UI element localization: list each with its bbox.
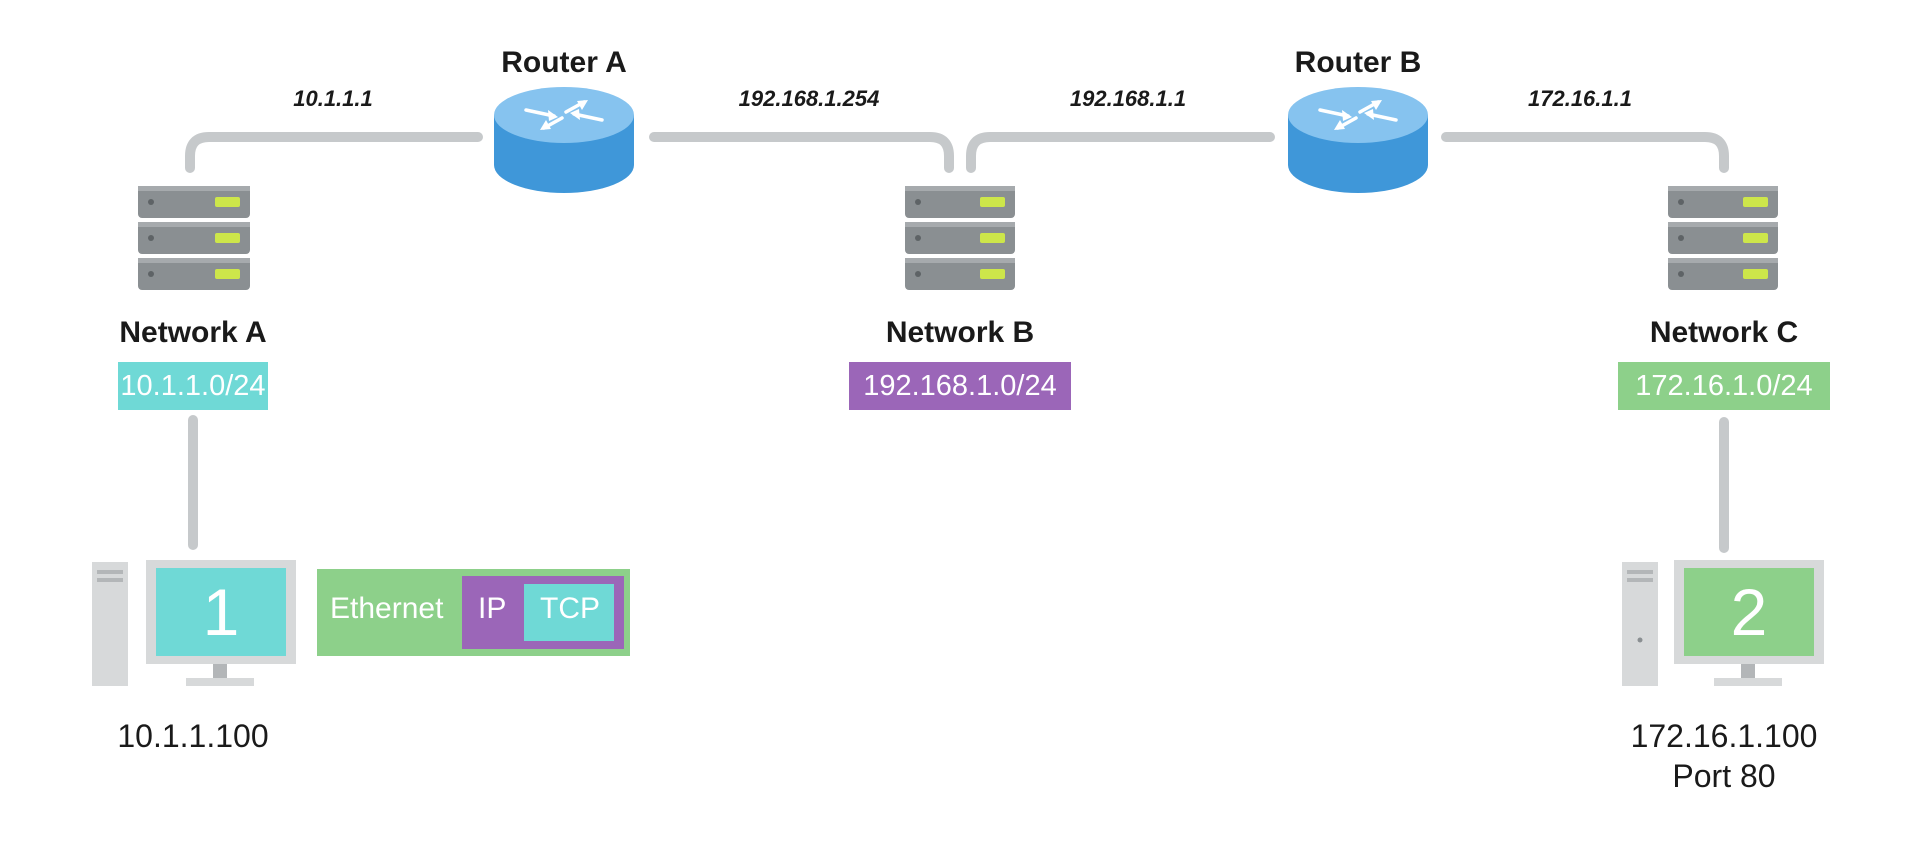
router-b-label: Router B xyxy=(1294,46,1422,79)
host-1-computer-icon xyxy=(92,560,296,686)
router-a-interface-network-b: 192.168.1.254 xyxy=(738,86,880,111)
network-b-subnet-badge: 192.168.1.0/24 xyxy=(849,362,1071,410)
router-a-label: Router A xyxy=(501,46,627,79)
packet-ip-label: IP xyxy=(478,592,507,625)
packet-tcp-label: TCP xyxy=(540,592,600,625)
router-b-interface-network-c: 172.16.1.1 xyxy=(1528,86,1632,111)
cable-network-a-router-a xyxy=(185,132,483,173)
network-b-server-icon xyxy=(905,186,1015,290)
packet-diagram xyxy=(317,569,630,656)
network-cables xyxy=(185,132,1729,553)
router-a-icon xyxy=(494,87,634,193)
network-c-server-icon xyxy=(1668,186,1778,290)
network-a-server-icon xyxy=(138,186,250,290)
host-2-number: 2 xyxy=(1730,575,1768,649)
host-2-computer-icon xyxy=(1622,560,1824,686)
host-2-ip: 172.16.1.100 xyxy=(1630,718,1818,754)
network-b-label: Network B xyxy=(885,316,1035,349)
host-2-port: Port 80 xyxy=(1672,758,1776,794)
packet-ethernet-label: Ethernet xyxy=(330,592,444,625)
router-a-interface-network-a: 10.1.1.1 xyxy=(293,86,373,111)
host-1-number: 1 xyxy=(202,575,240,649)
network-c-label: Network C xyxy=(1649,316,1799,349)
router-b-icon xyxy=(1288,87,1428,193)
network-c-subnet-badge: 172.16.1.0/24 xyxy=(1618,362,1830,410)
host-1-ip: 10.1.1.100 xyxy=(117,718,269,754)
router-b-interface-network-b: 192.168.1.1 xyxy=(1069,86,1187,111)
cable-router-b-network-c xyxy=(1441,132,1729,173)
network-a-label: Network A xyxy=(119,316,267,349)
cable-router-a-network-b xyxy=(649,132,954,173)
cable-network-b-router-b xyxy=(966,132,1275,173)
network-a-subnet-badge: 10.1.1.0/24 xyxy=(118,362,268,410)
tcp-segment xyxy=(524,584,614,641)
